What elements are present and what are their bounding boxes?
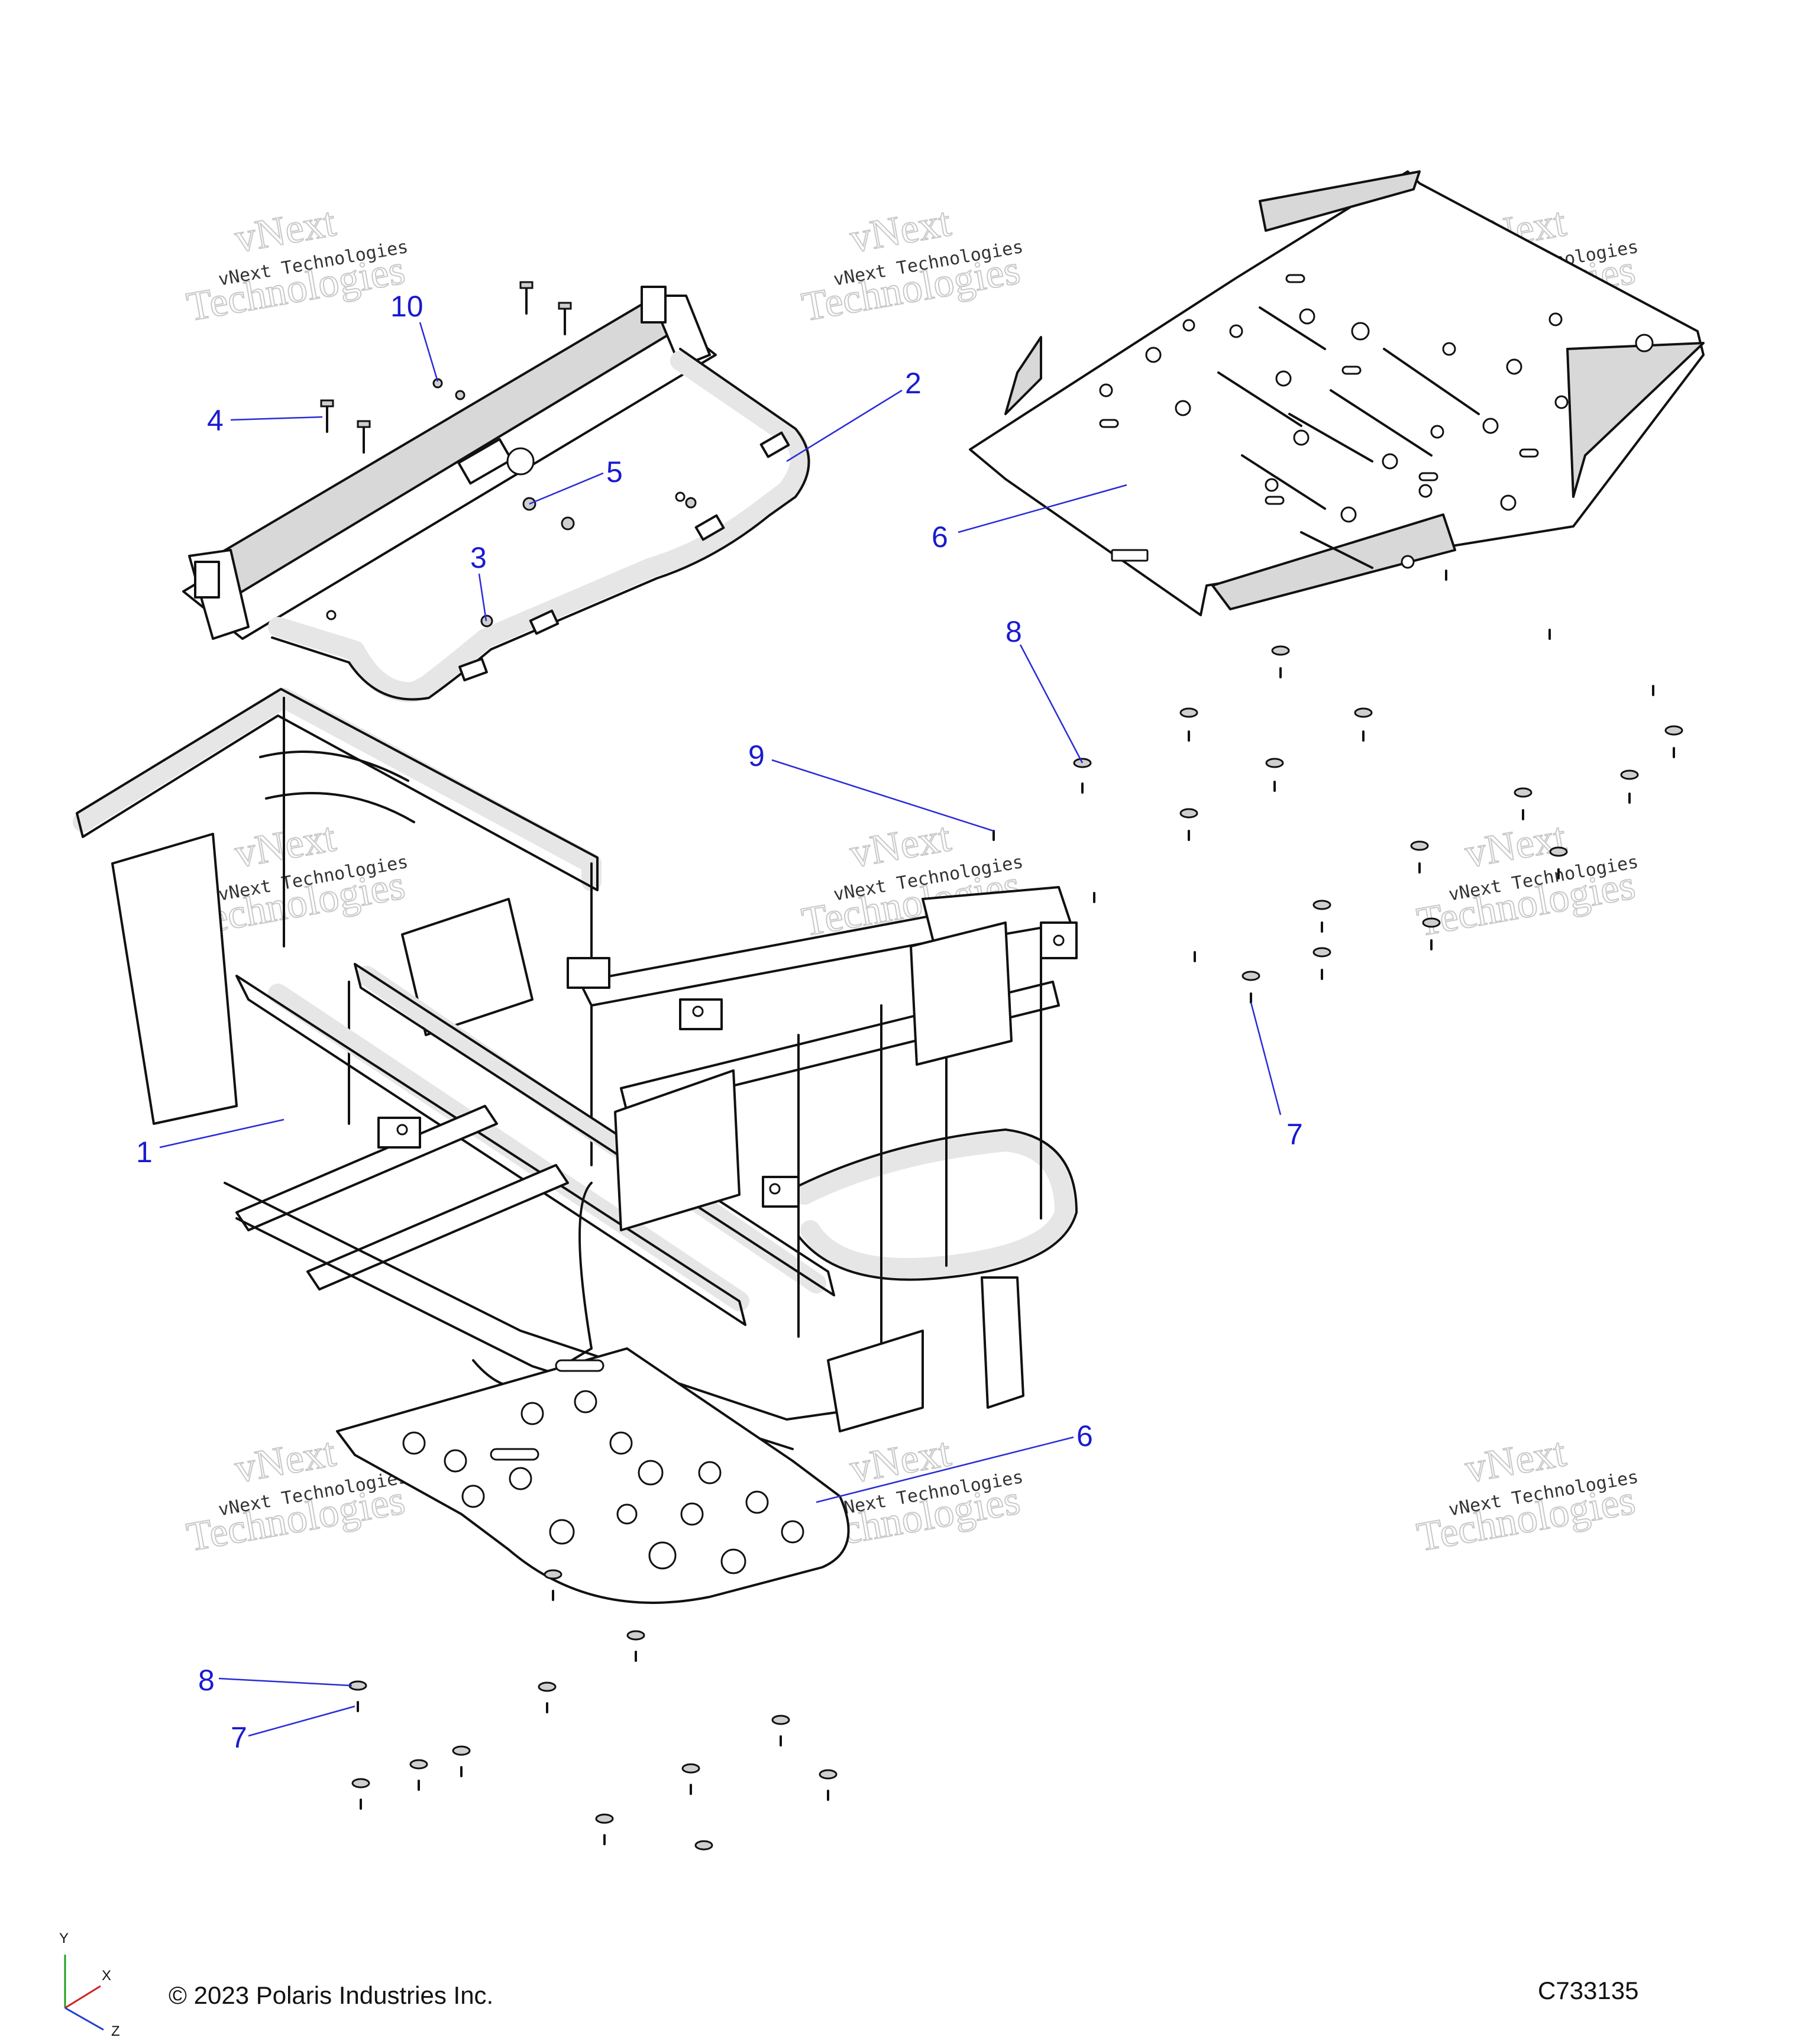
bed-frame <box>182 286 810 703</box>
y-axis-label: Y <box>59 1930 69 1946</box>
callout-6-rear-label: 6 <box>932 520 948 554</box>
screw <box>685 497 697 509</box>
callout-4-label: 4 <box>207 404 224 437</box>
screw <box>480 615 493 628</box>
hardware-bottom-grid <box>348 1569 838 1851</box>
copyright-text: © 2023 Polaris Industries Inc. <box>169 1981 493 2009</box>
callout-8-right-label: 8 <box>1006 615 1022 648</box>
hardware-right-grid <box>992 570 1683 1004</box>
main-chassis-frame <box>73 688 1078 1450</box>
callout-8-left[interactable]: 8 <box>198 1664 353 1697</box>
callout-3-label: 3 <box>470 541 487 574</box>
skid-plate-ribs <box>1217 306 1480 569</box>
callout-1-label: 1 <box>136 1136 153 1169</box>
skid-front-holes <box>402 1359 804 1574</box>
callout-10-label: 10 <box>390 290 423 323</box>
axis-triad: Y X Z <box>59 1930 120 2039</box>
skid-plate-rear <box>969 170 1705 616</box>
nut <box>455 390 465 400</box>
callout-3[interactable]: 3 <box>470 541 487 622</box>
drawing-code: C733135 <box>1538 1977 1638 2004</box>
callout-5[interactable]: 5 <box>529 455 623 505</box>
skid-plate-holes <box>1099 274 1654 569</box>
callout-6-front[interactable]: 6 <box>816 1419 1093 1503</box>
hardware-bolts-top <box>320 281 697 628</box>
screw-set <box>992 570 1675 1004</box>
z-axis-label: Z <box>111 2023 120 2039</box>
screw-set-bottom <box>357 1590 829 1845</box>
watermark: vNext Technologies vNext Technologies <box>1413 1429 1640 1561</box>
callout-4[interactable]: 4 <box>207 404 323 437</box>
callout-9-label: 9 <box>748 739 765 772</box>
callout-8-right[interactable]: 8 <box>1006 615 1084 764</box>
callout-10[interactable]: 10 <box>390 290 439 382</box>
washer-set <box>1073 645 1683 981</box>
callout-1[interactable]: 1 <box>136 1118 284 1169</box>
callout-7-right-label: 7 <box>1286 1118 1303 1151</box>
callout-7-right[interactable]: 7 <box>1250 1002 1303 1151</box>
callout-5-label: 5 <box>606 455 623 489</box>
callout-2[interactable]: 2 <box>786 367 922 463</box>
x-axis-label: X <box>102 1968 111 1984</box>
nut <box>561 516 575 531</box>
callout-6-front-label: 6 <box>1076 1419 1093 1453</box>
watermark: vNext Technologies vNext Technologies <box>798 199 1025 331</box>
skid-plate-front <box>336 1347 850 1604</box>
callout-6-rear[interactable]: 6 <box>932 484 1127 554</box>
z-axis-line <box>64 2007 104 2031</box>
callout-8-left-label: 8 <box>198 1664 215 1697</box>
bracket <box>641 286 667 324</box>
watermark: vNext Technologies vNext Technologies <box>183 199 410 331</box>
callout-2-label: 2 <box>905 367 922 400</box>
x-axis-line <box>64 1985 101 2009</box>
callout-7-left[interactable]: 7 <box>231 1705 355 1754</box>
callout-7-left-label: 7 <box>231 1721 247 1754</box>
bracket <box>194 561 220 599</box>
callouts: 1 2 3 4 5 6 6 7 <box>136 290 1303 1754</box>
washer-set-bottom <box>348 1569 838 1851</box>
callout-9[interactable]: 9 <box>748 739 994 832</box>
